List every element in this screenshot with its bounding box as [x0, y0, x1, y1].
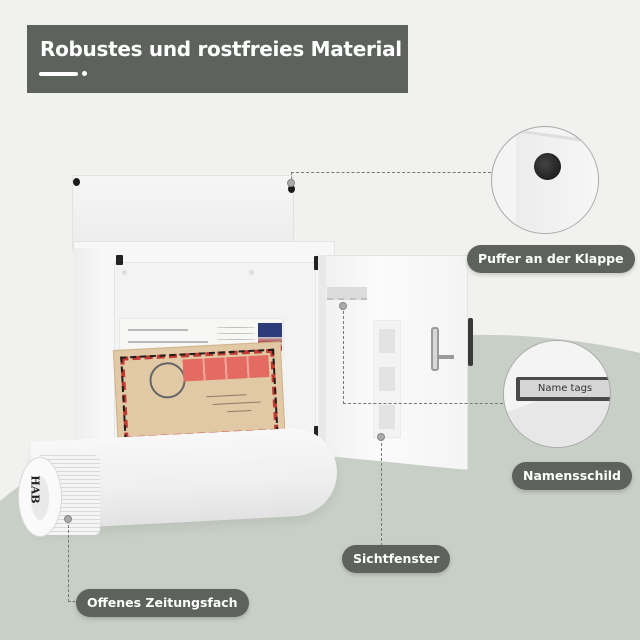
- label-newspaper: Offenes Zeitungsfach: [76, 589, 249, 617]
- label-name-plate: Namensschild: [512, 462, 633, 490]
- rubber-bumper-icon: [534, 153, 561, 180]
- door-edge: [318, 255, 326, 455]
- callout-dot: [377, 433, 385, 441]
- hinge-icon: [314, 256, 321, 270]
- headline-banner: Robustes und rostfreies Material: [27, 25, 408, 93]
- mounting-stud: [249, 270, 254, 275]
- red-stamps-icon: [182, 355, 270, 382]
- door-latch: [468, 318, 473, 366]
- callout-line-buffer: [291, 172, 491, 184]
- callout-line-newspaper: [68, 520, 80, 602]
- callout-line-name-plate: [343, 306, 503, 404]
- name-tag-text: Name tags: [520, 380, 610, 397]
- mounting-stud: [122, 270, 127, 275]
- viewing-window: [373, 320, 401, 438]
- headline-title: Robustes und rostfreies Material: [40, 37, 402, 61]
- callout-dot: [287, 179, 295, 187]
- mailbox-lid: [72, 175, 294, 250]
- buffer-bumper-icon: [288, 185, 295, 193]
- zoom-detail-name-plate: Name tags: [503, 340, 611, 448]
- rolled-newspaper: HAB: [18, 455, 100, 537]
- hinge-icon: [116, 255, 123, 265]
- name-plate-slot: [327, 287, 367, 300]
- mailbox-side-wall: [73, 248, 105, 463]
- headline-dot: [82, 71, 87, 76]
- label-buffer: Puffer an der Klappe: [467, 245, 635, 273]
- label-window: Sichtfenster: [342, 545, 451, 573]
- callout-dot: [339, 302, 347, 310]
- callout-dot: [64, 515, 72, 523]
- callout-line-window: [381, 438, 382, 546]
- lock-icon: [429, 325, 455, 375]
- hinge-icon: [314, 426, 321, 440]
- screw-icon: [73, 178, 80, 186]
- headline-underline: [39, 72, 78, 76]
- zoom-detail-buffer: [491, 126, 599, 234]
- newspaper-masthead: HAB: [28, 475, 42, 504]
